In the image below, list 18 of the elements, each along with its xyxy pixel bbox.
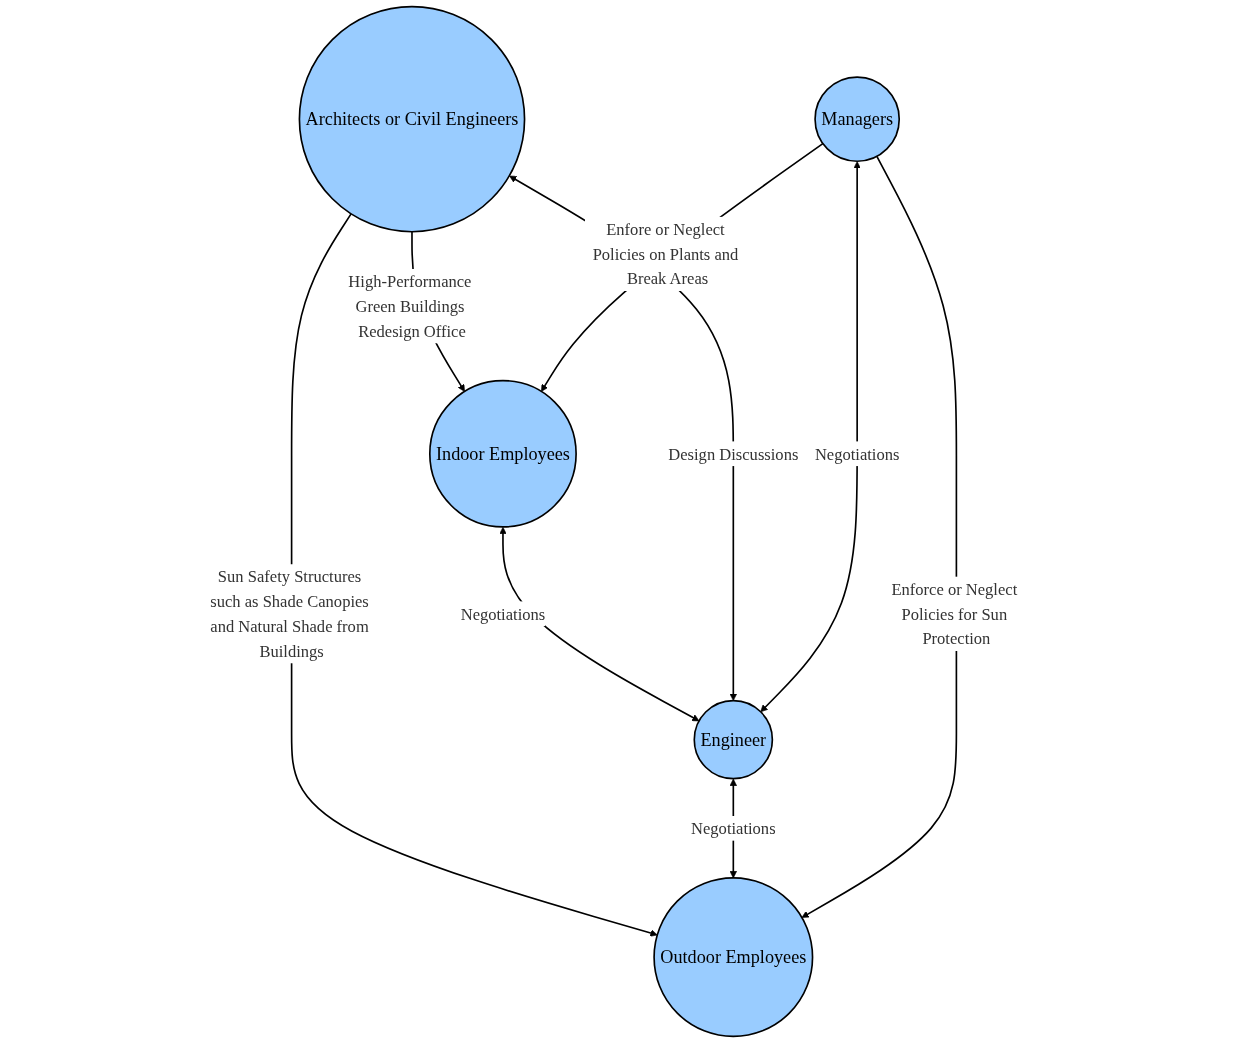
arrow [541,142,824,392]
edge-label: Enforce or Neglect Policies for Sun Protection [891,579,1018,648]
edge-label: Enfore or Neglect Policies on Plants and Break Areas [592,219,739,288]
edge-label: Negotiations [460,604,546,623]
arrow [499,526,700,722]
arrow [801,155,958,918]
edge-label: Sun Safety Structures such as Shade Canopies and Natural Shade from Buildings [210,567,369,661]
edge-label: High-Performance Green Buildings Redesign Office [348,272,472,341]
node-circle: Outdoor Employees [653,877,814,1038]
arrow [290,213,658,937]
edge-label: Negotiations [814,444,900,463]
node-circle: Managers [814,76,901,163]
arrow [760,161,861,713]
edge-label: Negotiations [691,819,776,838]
node-circle: Architects or Civil Engineers [298,5,526,233]
node-circle: Engineer [693,699,774,780]
edge-label: Design Discussions [668,444,799,463]
node-circle: Indoor Employees [429,379,577,528]
